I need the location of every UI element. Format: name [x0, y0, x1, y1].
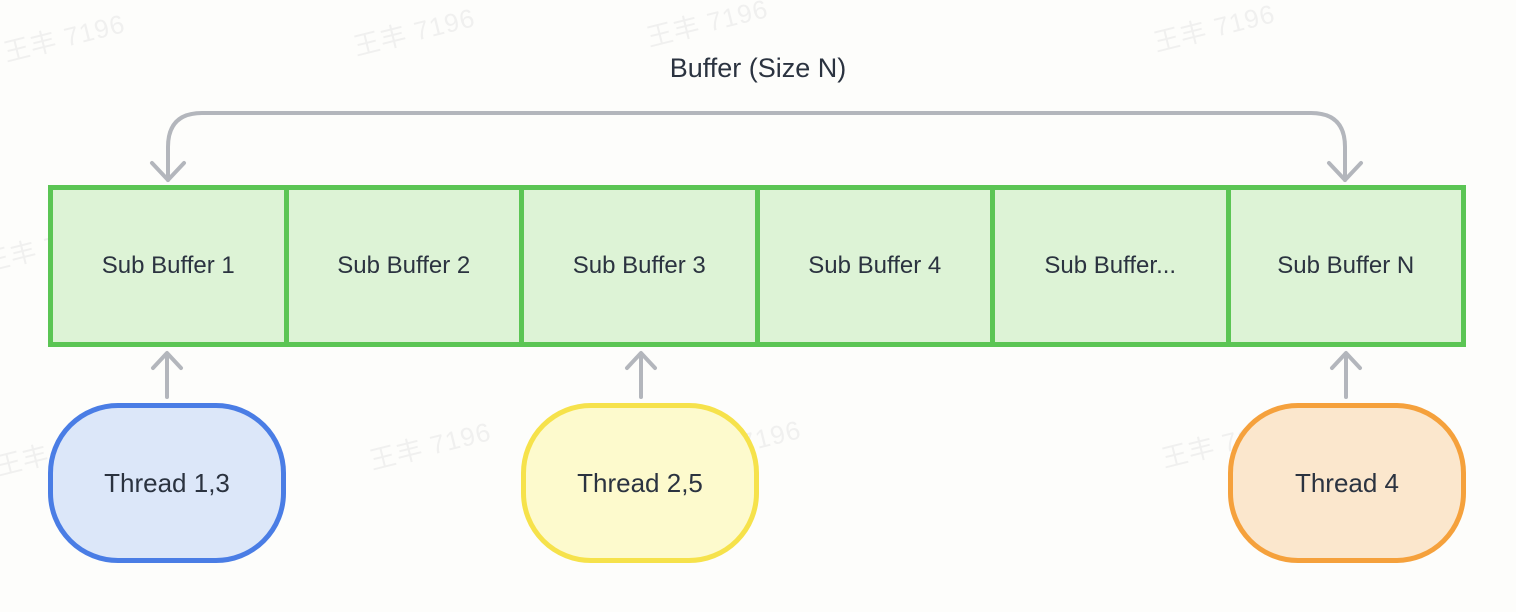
- sub-buffer-label: Sub Buffer 4: [808, 252, 942, 279]
- thread-label: Thread 2,5: [577, 467, 703, 498]
- diagram-title: Buffer (Size N): [669, 53, 847, 83]
- sub-buffer-cell-1: Sub Buffer 1: [53, 190, 289, 342]
- sub-buffer-cell-3: Sub Buffer 3: [524, 190, 760, 342]
- buffer-row: Sub Buffer 1 Sub Buffer 2 Sub Buffer 3 S…: [48, 185, 1466, 347]
- watermark-text: 王丰 7196: [366, 416, 495, 476]
- sub-buffer-cell-ellipsis: Sub Buffer...: [995, 190, 1231, 342]
- sub-buffer-label: Sub Buffer...: [1044, 252, 1177, 279]
- buffer-span-bracket: [150, 111, 1363, 182]
- thread-arrow-3: [1330, 351, 1362, 399]
- thread-arrow-1: [151, 351, 183, 399]
- sub-buffer-label: Sub Buffer 1: [101, 252, 235, 279]
- sub-buffer-cell-4: Sub Buffer 4: [759, 190, 995, 342]
- watermark-text: 王丰 7196: [1150, 0, 1279, 58]
- sub-buffer-label: Sub Buffer N: [1277, 252, 1415, 279]
- arrow-down-icon: [150, 161, 186, 182]
- sub-buffer-cell-n: Sub Buffer N: [1230, 190, 1461, 342]
- sub-buffer-label: Sub Buffer 3: [572, 252, 706, 279]
- thread-node-2-5: Thread 2,5: [521, 403, 759, 563]
- arrow-up-icon: [151, 351, 183, 370]
- sub-buffer-cell-2: Sub Buffer 2: [288, 190, 524, 342]
- arrow-down-icon: [1327, 161, 1363, 182]
- arrow-up-icon: [625, 351, 657, 370]
- thread-label: Thread 4: [1294, 467, 1400, 498]
- thread-arrow-2: [625, 351, 657, 399]
- watermark-text: 王丰 7196: [643, 0, 772, 53]
- thread-node-4: Thread 4: [1228, 403, 1466, 563]
- thread-node-1-3: Thread 1,3: [48, 403, 286, 563]
- sub-buffer-label: Sub Buffer 2: [337, 252, 471, 279]
- thread-label: Thread 1,3: [104, 467, 230, 498]
- arrow-up-icon: [1330, 351, 1362, 370]
